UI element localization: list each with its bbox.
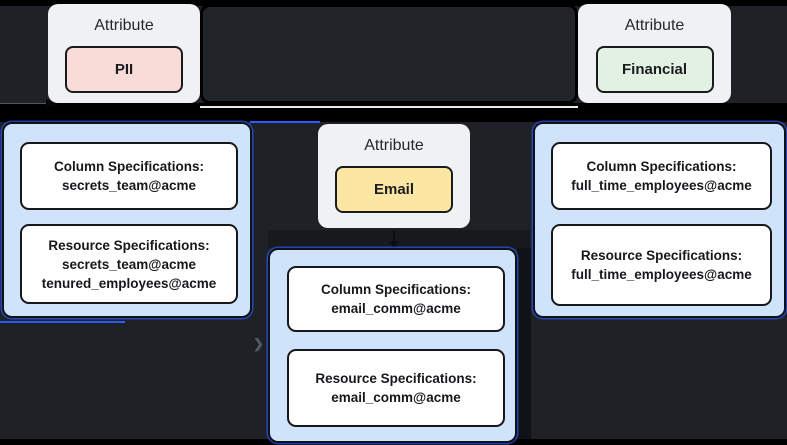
top-edge-strip <box>0 0 787 6</box>
attribute-tag-financial[interactable]: Financial <box>595 46 714 93</box>
resource-spec-title: Resource Specifications: <box>315 371 477 386</box>
cluster-email-comm[interactable]: Column Specifications: email_comm@acme R… <box>268 248 517 443</box>
arrowhead-down-icon <box>389 241 399 248</box>
cluster-full-time-employees[interactable]: Column Specifications: full_time_employe… <box>533 122 786 318</box>
attribute-node-title: Attribute <box>624 17 685 34</box>
vertical-gap-strip <box>517 248 531 443</box>
resource-spec-values: email_comm@acme <box>331 390 461 405</box>
edge-gray-line <box>0 103 46 104</box>
attribute-node-email[interactable]: Attribute Email <box>318 124 470 228</box>
resource-spec-values: full_time_employees@acme <box>571 267 752 282</box>
resource-spec-box[interactable]: Resource Specifications: full_time_emplo… <box>551 224 772 306</box>
column-spec-title: Column Specifications: <box>586 159 737 174</box>
attribute-tag-pii[interactable]: PII <box>65 46 183 93</box>
resource-spec-box[interactable]: Resource Specifications: secrets_team@ac… <box>20 224 238 304</box>
horizontal-edge-band <box>0 103 787 122</box>
column-spec-box[interactable]: Column Specifications: email_comm@acme <box>287 266 505 332</box>
column-spec-values: secrets_team@acme <box>61 178 196 193</box>
column-spec-values: email_comm@acme <box>331 301 461 316</box>
attribute-tag-email[interactable]: Email <box>335 166 453 213</box>
resource-spec-values: secrets_team@acme tenured_employees@acme <box>41 256 217 291</box>
column-spec-title: Column Specifications: <box>53 159 205 174</box>
attribute-node-title: Attribute <box>364 137 424 154</box>
column-spec-box[interactable]: Column Specifications: secrets_team@acme <box>20 142 238 210</box>
resource-spec-box[interactable]: Resource Specifications: email_comm@acme <box>287 349 505 427</box>
arrowhead-right-icon <box>46 99 58 109</box>
attribute-node-title: Attribute <box>94 17 154 34</box>
blue-edge-bottom <box>0 321 125 323</box>
resource-spec-title: Resource Specifications: <box>48 237 210 253</box>
column-spec-box[interactable]: Column Specifications: full_time_employe… <box>551 142 772 210</box>
attribute-node-financial[interactable]: Attribute Financial <box>578 4 731 103</box>
edge-white-line <box>200 106 578 108</box>
column-spec-title: Column Specifications: <box>320 282 472 297</box>
cluster-secrets-team[interactable]: Column Specifications: secrets_team@acme… <box>2 122 252 318</box>
column-spec-values: full_time_employees@acme <box>571 178 752 193</box>
blue-edge-top <box>250 121 320 123</box>
email-gap-band <box>268 230 530 248</box>
top-middle-panel <box>200 4 578 104</box>
email-connector-line <box>393 230 395 244</box>
attribute-node-pii[interactable]: Attribute PII <box>48 4 200 103</box>
chevron-right-icon: ❯ <box>253 336 264 351</box>
resource-spec-title: Resource Specifications: <box>580 248 743 263</box>
